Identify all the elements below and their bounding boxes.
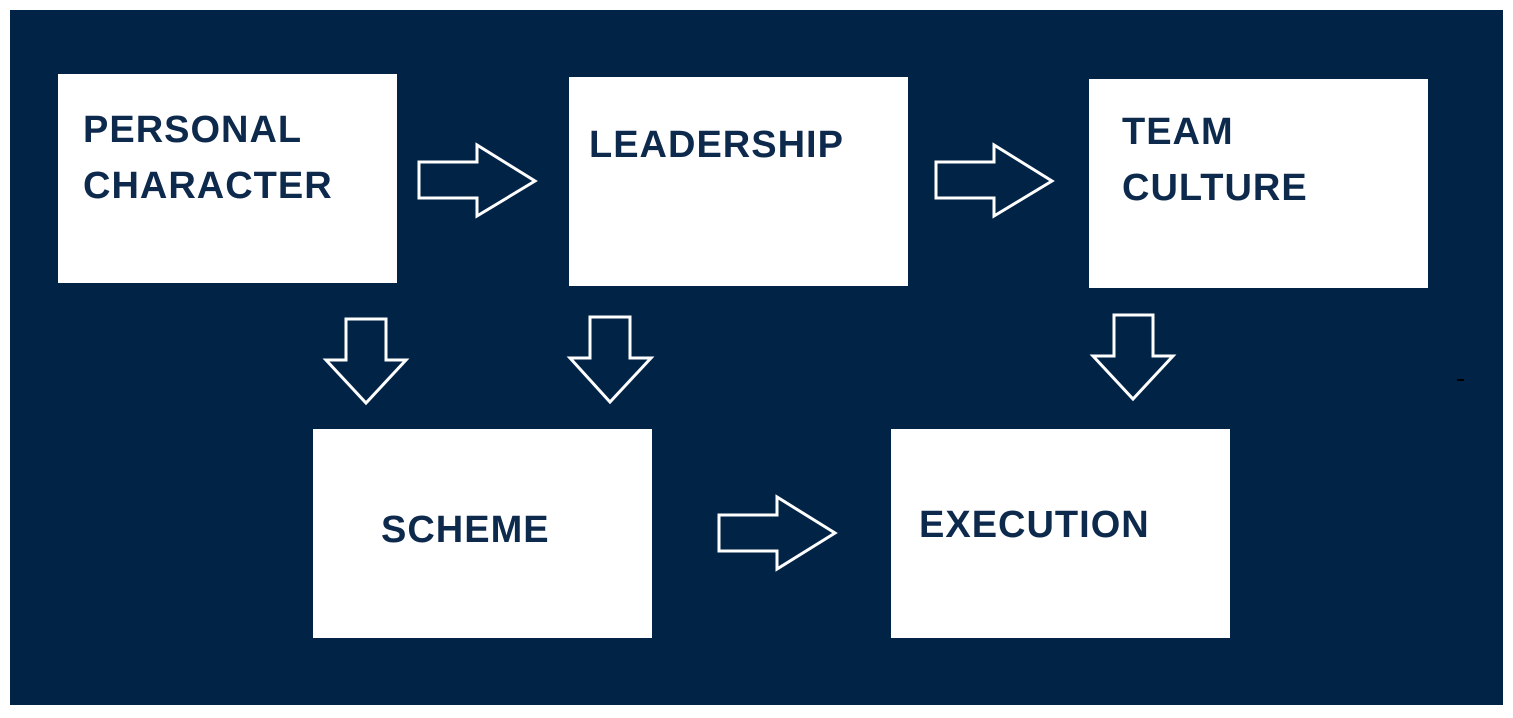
- node-execution-line1: EXECUTION: [919, 504, 1150, 546]
- node-leadership: LEADERSHIP: [569, 77, 908, 286]
- node-scheme-label: SCHEME: [381, 502, 550, 558]
- node-team-culture: TEAM CULTURE: [1089, 79, 1428, 288]
- arrow-right-icon: [934, 142, 1055, 219]
- node-personal-character-label: PERSONAL CHARACTER: [83, 102, 333, 214]
- node-scheme: SCHEME: [313, 429, 652, 638]
- node-leadership-label: LEADERSHIP: [589, 117, 844, 173]
- arrow-right-icon: [717, 494, 838, 572]
- node-scheme-line1: SCHEME: [381, 509, 550, 551]
- node-team-culture-line1: TEAM: [1122, 111, 1234, 153]
- arrow-down-icon: [322, 317, 410, 406]
- arrow-right-icon: [417, 142, 538, 219]
- node-personal-character: PERSONAL CHARACTER: [58, 74, 397, 283]
- node-personal-character-line2: CHARACTER: [83, 165, 333, 207]
- arrow-down-icon: [1089, 313, 1177, 402]
- node-execution: EXECUTION: [891, 429, 1230, 638]
- node-team-culture-label: TEAM CULTURE: [1122, 104, 1308, 216]
- node-leadership-line1: LEADERSHIP: [589, 124, 844, 166]
- node-execution-label: EXECUTION: [919, 497, 1150, 553]
- node-personal-character-line1: PERSONAL: [83, 109, 303, 151]
- stray-mark: [1457, 379, 1464, 381]
- node-team-culture-line2: CULTURE: [1122, 167, 1308, 209]
- arrow-down-icon: [566, 315, 655, 405]
